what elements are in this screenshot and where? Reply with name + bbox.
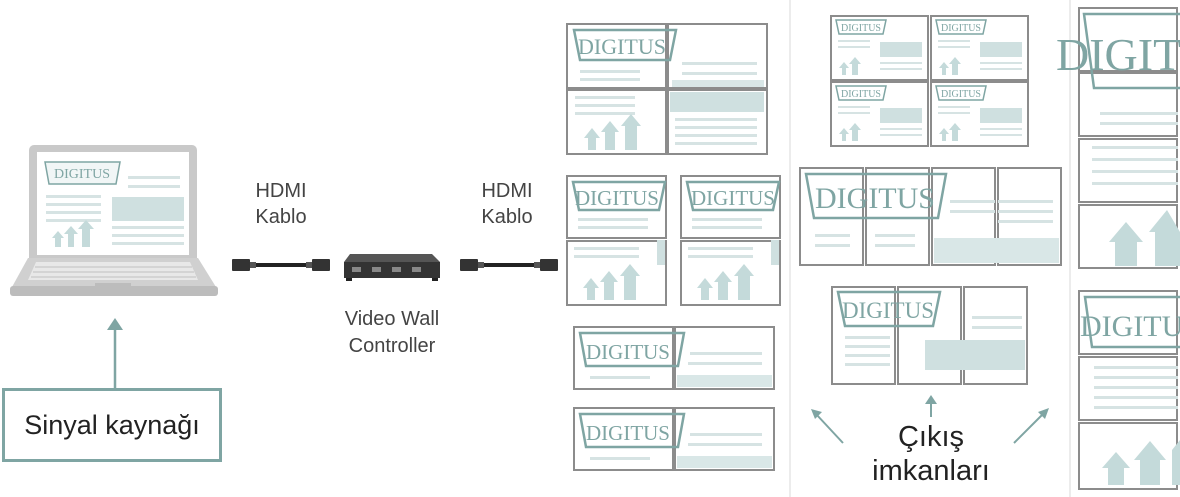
wall-vertical-stack-a: DIGITUS xyxy=(1056,7,1180,269)
brand-logo-text: DIGITUS xyxy=(691,186,775,210)
hdmi-cable-right-line2: Kablo xyxy=(481,206,533,228)
output-label-line2: imkanları xyxy=(872,455,990,487)
output-label: Çıkış imkanları xyxy=(836,420,1026,488)
wall-two-column: DIGITUS DIGITUS xyxy=(566,175,781,306)
wall-4x1-span: DIGITUS xyxy=(799,167,1062,266)
laptop-icon: DIGITUS xyxy=(10,145,218,296)
controller-line1: Video Wall xyxy=(344,308,440,330)
wall-vertical-stack-b: DIGITUS xyxy=(1078,290,1180,490)
brand-logo-text: DIGITUS xyxy=(586,421,670,445)
wall-2x1-a: DIGITUS xyxy=(573,326,775,390)
video-wall-controller-icon xyxy=(344,254,440,281)
brand-logo-text: DIGITUS xyxy=(841,23,881,34)
brand-logo-text: DIGITUS xyxy=(941,89,981,100)
wall-3x1-span: DIGITUS xyxy=(831,286,1028,385)
hdmi-cable-right-icon xyxy=(460,259,558,271)
hdmi-cable-left-icon xyxy=(232,259,330,271)
output-arrows xyxy=(811,395,1049,444)
hdmi-cable-left-label: HDMI Kablo xyxy=(236,178,326,230)
brand-logo-text: DIGITUS xyxy=(1056,29,1180,80)
brand-logo-text: DIGITUS xyxy=(815,182,935,215)
source-label-box: Sinyal kaynağı xyxy=(2,388,222,462)
brand-logo-text: DIGITUS xyxy=(575,186,659,210)
controller-line2: Controller xyxy=(348,335,436,357)
laptop-brand-text: DIGITUS xyxy=(54,167,110,182)
source-label: Sinyal kaynağı xyxy=(24,409,200,440)
brand-logo-text: DIGITUS xyxy=(586,340,670,364)
brand-logo-text: DIGITUS xyxy=(941,23,981,34)
hdmi-cable-left-line2: Kablo xyxy=(255,206,307,228)
hdmi-cable-right-line1: HDMI xyxy=(481,180,533,202)
brand-logo-text: DIGITUS xyxy=(841,89,881,100)
controller-label: Video Wall Controller xyxy=(322,306,462,360)
hdmi-cable-right-label: HDMI Kablo xyxy=(462,178,552,230)
wall-2x2-independent: DIGITUS DIGITUS DIGITUS DIGITUS xyxy=(830,15,1029,147)
output-label-line1: Çıkış xyxy=(897,421,965,453)
hdmi-cable-left-line1: HDMI xyxy=(255,180,307,202)
brand-logo-text: DIGITUS xyxy=(1080,310,1180,343)
wall-2x1-b: DIGITUS xyxy=(573,407,775,471)
brand-logo-text: DIGITUS xyxy=(842,298,934,323)
wall-2x2-top: DIGITUS xyxy=(566,23,768,155)
brand-logo-text: DIGITUS xyxy=(578,34,666,59)
